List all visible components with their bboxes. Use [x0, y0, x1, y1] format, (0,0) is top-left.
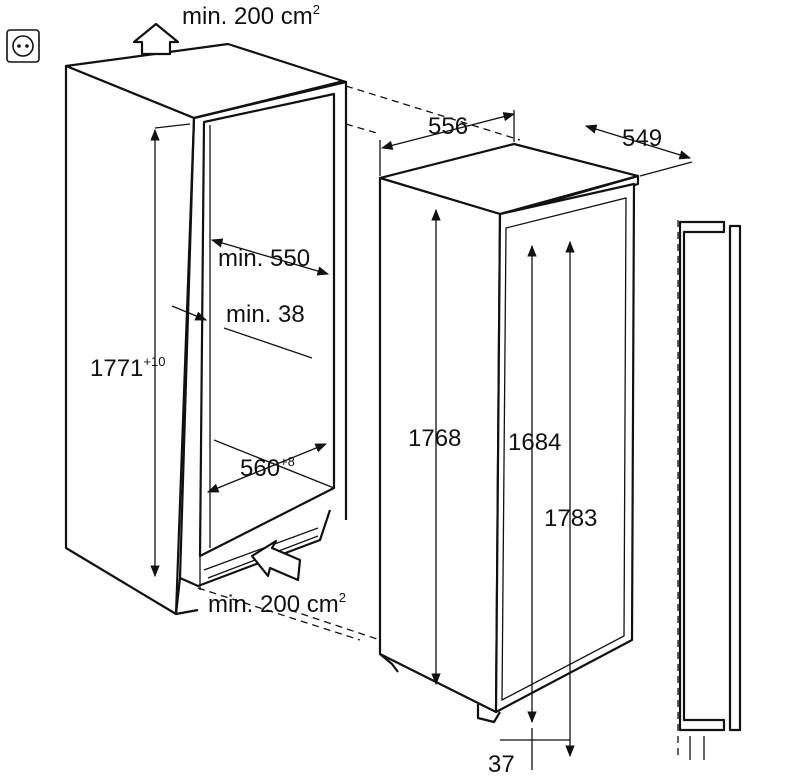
power-socket-icon [6, 29, 40, 63]
appliance-depth-dimension [584, 124, 693, 177]
total-height-label: 1783 [544, 505, 597, 532]
niche-depth-dimension [210, 238, 330, 276]
niche-height-dimension [150, 123, 191, 578]
door-gap-dimension [171, 305, 313, 359]
bottom-offset-dimension [500, 728, 570, 770]
appliance-width-label: 556 [428, 113, 468, 140]
niche-width-label: 560+8 [240, 454, 295, 482]
door-gap-label: min. 38 [226, 301, 305, 328]
appliance-width-dimension [379, 110, 516, 176]
appliance-height-label: 1768 [408, 425, 461, 452]
niche-width-dimension [206, 443, 328, 493]
niche-height-label: 1771+10 [90, 354, 165, 382]
door-profile [677, 220, 742, 760]
appliance-depth-label: 549 [622, 125, 662, 152]
door-height-label: 1684 [508, 429, 561, 456]
vent-top-label: min. 200 cm2 [182, 2, 320, 30]
labels: min. 200 cm2 min. 550 min. 38 1771+10 56… [90, 2, 662, 778]
bottom-offset-label: 37 [488, 751, 515, 778]
arrow-air-outlet-icon [132, 22, 180, 56]
arrow-air-inlet-icon [250, 539, 302, 582]
vent-bottom-label: min. 200 cm2 [208, 590, 346, 618]
cabinet-niche [64, 42, 348, 616]
niche-depth-label: min. 550 [218, 245, 310, 272]
